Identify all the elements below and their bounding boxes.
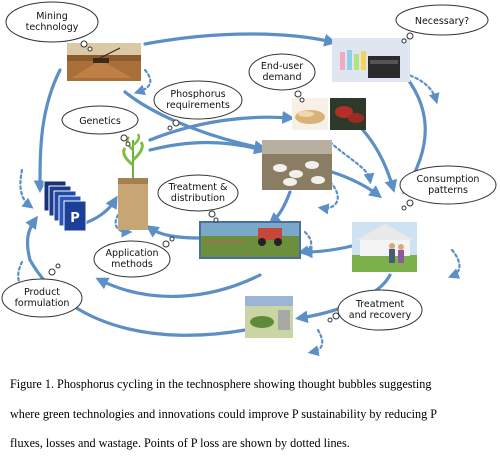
bubble-label-line: and recovery [349,310,412,321]
bubble-product-formulation: Product formulation [1,263,83,318]
livestock-photo [262,140,332,190]
svg-text:methods: methods [111,259,153,270]
figure-caption: Figure 1. Phosphorus cycling in the tech… [10,370,495,459]
svg-text:Treatment &: Treatment & [168,182,228,193]
bubble-phosphorus-requirements: Phosphorus requirements [153,80,243,131]
product-icon-label: P [70,211,80,226]
svg-text:Product: Product [24,287,60,298]
arrow-mining-to-products [143,32,337,47]
svg-text:Necessary?: Necessary? [415,16,469,27]
bubble-consumption-patterns: Consumption patterns [399,165,497,211]
loss-recovery [307,328,324,357]
bubble-label-line: End-user [261,61,303,72]
caption-line: fluxes, losses and wastage. Points of P … [10,436,350,450]
svg-text:End-user: End-user [261,61,303,72]
svg-text:and recovery: and recovery [349,310,412,321]
arrow-livestock-to-consumption [330,170,383,199]
bubble-end-user-demand: End-user demand [248,53,316,103]
wastewater-treatment-photo [245,296,293,338]
bubble-necessary: Necessary? [395,4,489,44]
svg-text:requirements: requirements [166,100,230,111]
arrow-consumption-to-manure [299,244,354,259]
bubble-label-line: technology [26,22,79,33]
bubble-label-line: Product [24,287,60,298]
household-photo [352,222,417,272]
bubble-label-line: methods [111,259,153,270]
loss-product-formulation [17,260,32,295]
svg-text:Application: Application [105,248,158,259]
loss-fertiliser [19,168,34,209]
bubble-label-line: demand [262,72,301,83]
bubble-label-line: Phosphorus [170,89,225,100]
products-photo [332,38,410,82]
bubble-treatment-recovery: Treatment and recovery [327,289,423,331]
arrow-treatment-to-plant [95,273,262,298]
loss-food [328,140,375,185]
svg-text:Treatment: Treatment [355,299,405,310]
bubble-label-line: Genetics [79,116,121,127]
svg-text:Genetics: Genetics [79,116,121,127]
mining-photo [67,43,141,81]
loss-mining [133,68,152,96]
caption-line: Figure 1. Phosphorus cycling in the tech… [10,377,432,391]
caption-line: where green technologies and innovations… [10,406,438,421]
bubble-label-line: requirements [166,100,230,111]
bubble-label-line: Mining [36,11,68,22]
food-photo [292,98,366,130]
loss-consumption [447,248,461,279]
arrow-manure-to-plant [145,225,202,240]
fertiliser-product-icons: P [43,180,87,232]
arrow-plant-to-food [148,111,296,142]
bubble-label-line: patterns [428,185,468,196]
bubble-label-line: Application [105,248,158,259]
svg-text:formulation: formulation [15,298,70,309]
loss-plant [114,213,133,238]
bubble-label-line: Consumption [417,174,480,185]
arrow-plant-to-livestock [148,140,267,155]
plant-photo [118,133,148,230]
bubble-application-methods: Application methods [93,236,175,278]
bubble-mining-technology: Mining technology [5,1,99,52]
svg-text:demand: demand [262,72,301,83]
arrow-livestock-to-treatment [268,190,292,226]
bubble-label-line: formulation [15,298,70,309]
loss-livestock [317,180,339,215]
svg-text:technology: technology [26,22,79,33]
svg-text:Mining: Mining [36,11,68,22]
svg-text:distribution: distribution [171,193,225,204]
bubble-label-line: Necessary? [415,16,469,27]
bubble-label-line: Treatment [355,299,405,310]
bubble-treatment-distribution: Treatment & distribution [157,174,239,223]
loss-arrows [17,68,461,357]
arrow-mining-to-fertiliser [33,68,62,194]
loss-treatment [297,230,313,257]
bubble-label-line: Treatment & [168,182,228,193]
svg-text:Consumption: Consumption [417,174,480,185]
bubble-label-line: distribution [171,193,225,204]
bubble-genetics: Genetics [61,105,139,147]
svg-text:Phosphorus: Phosphorus [170,89,225,100]
manure-spreading-photo [199,221,301,259]
phosphorus-cycle-diagram: P Mining technology Necessary? End-user … [1,1,497,357]
svg-text:patterns: patterns [428,185,468,196]
